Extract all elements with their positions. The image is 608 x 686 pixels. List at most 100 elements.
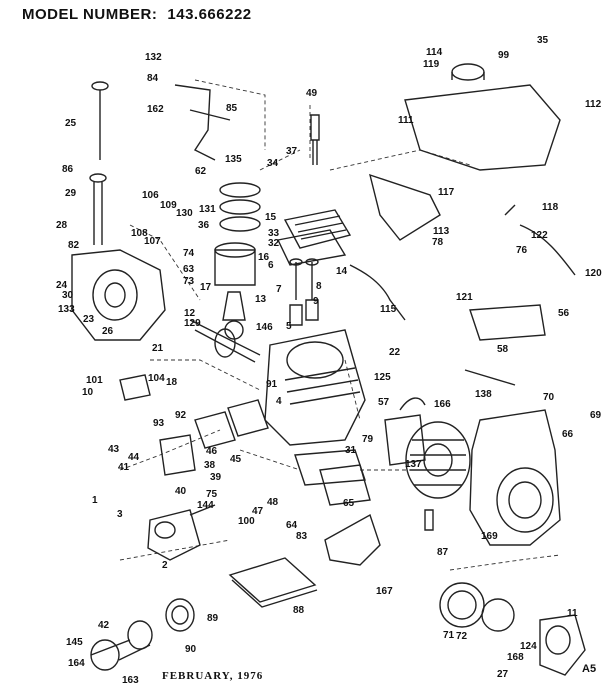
part-air-cleaner-bracket <box>119 374 196 476</box>
callout-83: 83 <box>296 531 308 542</box>
callout-86: 86 <box>62 164 74 175</box>
callout-164: 164 <box>68 658 85 669</box>
callout-146: 146 <box>256 322 273 333</box>
callout-99: 99 <box>498 50 510 61</box>
callout-131: 131 <box>199 204 216 215</box>
callout-30: 30 <box>62 290 74 301</box>
callout-78: 78 <box>432 237 444 248</box>
part-oil-fill-tube <box>89 173 107 245</box>
part-governor-link <box>174 84 231 161</box>
part-cylinder-head <box>283 209 352 249</box>
part-carburetor <box>147 504 216 561</box>
part-crankshaft <box>189 319 261 363</box>
model-number-header: MODEL NUMBER:143.666222 <box>22 6 252 23</box>
callout-91: 91 <box>266 379 278 390</box>
callout-57: 57 <box>378 397 390 408</box>
callout-125: 125 <box>374 372 391 383</box>
callout-2: 2 <box>162 560 168 571</box>
part-dipstick <box>91 81 109 160</box>
part-bearing <box>165 598 195 632</box>
callout-12: 12 <box>184 308 196 319</box>
callout-117: 117 <box>438 187 455 198</box>
callout-49: 49 <box>306 88 318 99</box>
part-connecting-rod <box>222 291 246 340</box>
callout-84: 84 <box>147 73 159 84</box>
footer-date: FEBRUARY, 1976 <box>162 670 264 682</box>
callout-169: 169 <box>481 531 498 542</box>
callout-168: 168 <box>507 652 524 663</box>
callout-167: 167 <box>376 586 393 597</box>
callout-38: 38 <box>204 460 216 471</box>
part-rewind-starter-housing <box>539 614 586 676</box>
callout-48: 48 <box>267 497 279 508</box>
part-tank-bracket <box>369 173 441 241</box>
callout-15: 15 <box>265 212 277 223</box>
callout-1: 1 <box>92 495 98 506</box>
callout-31: 31 <box>345 445 357 456</box>
callout-45: 45 <box>230 454 242 465</box>
callout-43: 43 <box>108 444 120 455</box>
callout-166: 166 <box>434 399 451 410</box>
part-starter-cup-shield <box>324 513 381 566</box>
callout-82: 82 <box>68 240 80 251</box>
callout-162: 162 <box>147 104 164 115</box>
part-blower-housing-baffle <box>469 304 546 341</box>
callout-107: 107 <box>144 236 161 247</box>
callout-129: 129 <box>184 318 201 329</box>
callout-17: 17 <box>200 282 212 293</box>
callout-75: 75 <box>206 489 218 500</box>
callout-37: 37 <box>286 146 298 157</box>
callout-33: 33 <box>268 228 280 239</box>
callout-88: 88 <box>293 605 305 616</box>
callout-72: 72 <box>456 631 468 642</box>
callout-27: 27 <box>497 669 509 680</box>
part-piston <box>214 242 256 286</box>
callout-89: 89 <box>207 613 219 624</box>
callout-70: 70 <box>543 392 555 403</box>
callout-108: 108 <box>131 228 148 239</box>
part-governor-spring <box>349 264 516 386</box>
callout-32: 32 <box>268 238 280 249</box>
callout-124: 124 <box>520 641 537 652</box>
model-number-label: MODEL NUMBER: <box>22 6 158 23</box>
callout-119: 119 <box>423 59 440 70</box>
callout-71: 71 <box>443 630 455 641</box>
callout-74: 74 <box>183 248 195 259</box>
callout-64: 64 <box>286 520 298 531</box>
callout-69: 69 <box>590 410 602 421</box>
callout-130: 130 <box>176 208 193 219</box>
callout-41: 41 <box>118 462 130 473</box>
callout-87: 87 <box>437 547 449 558</box>
callout-120: 120 <box>585 268 602 279</box>
callout-66: 66 <box>562 429 574 440</box>
callout-6: 6 <box>268 260 274 271</box>
callout-11: 11 <box>567 608 578 619</box>
part-ignition-module <box>384 397 426 466</box>
callout-100: 100 <box>238 516 255 527</box>
callout-56: 56 <box>558 308 570 319</box>
callout-34: 34 <box>267 158 279 169</box>
callout-28: 28 <box>56 220 68 231</box>
callout-29: 29 <box>65 188 77 199</box>
page-code: A5 <box>582 663 597 675</box>
callout-122: 122 <box>531 230 548 241</box>
part-gear-assembly <box>90 620 153 671</box>
callout-26: 26 <box>102 326 114 337</box>
callout-79: 79 <box>362 434 374 445</box>
callout-135: 135 <box>225 154 242 165</box>
callout-44: 44 <box>128 452 140 463</box>
part-crankcase-cover <box>71 249 166 341</box>
callout-73: 73 <box>183 276 195 287</box>
callout-101: 101 <box>86 375 103 386</box>
callout-42: 42 <box>98 620 110 631</box>
callout-137: 137 <box>405 459 422 470</box>
callout-22: 22 <box>389 347 401 358</box>
callout-58: 58 <box>497 344 509 355</box>
callout-16: 16 <box>258 252 270 263</box>
callout-24: 24 <box>56 280 68 291</box>
part-spark-plug <box>310 114 320 165</box>
callout-121: 121 <box>456 292 473 303</box>
part-shroud-strap <box>424 509 434 531</box>
part-recoil-starter-drum <box>439 582 515 632</box>
